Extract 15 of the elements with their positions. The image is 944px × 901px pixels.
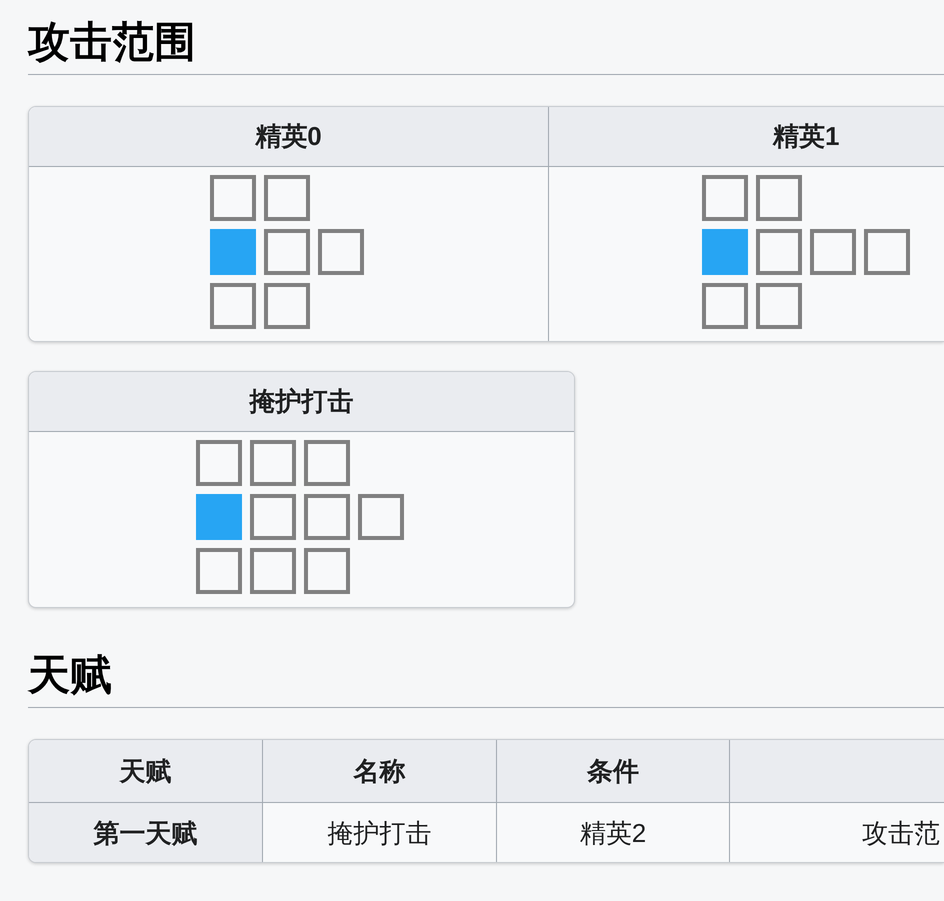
column-header: 精英1 [549, 107, 944, 167]
range-card [28, 371, 575, 608]
column-header: 精英0 [29, 107, 548, 167]
table-cell: 掩护打击 [263, 803, 497, 862]
card-header: 掩护打击 [29, 372, 574, 432]
range-column [29, 107, 548, 341]
table-header-cell: 第一天赋 [29, 803, 263, 862]
table-header-cell: 条件 [497, 740, 730, 803]
table-header-cell: 名称 [263, 740, 497, 803]
section-heading: 天赋 [28, 652, 112, 701]
table-cell: 精英2 [497, 803, 730, 862]
table-header-cell: 天赋 [29, 740, 263, 803]
section-heading: 攻击范围 [28, 19, 196, 68]
table-cell: 攻击范 [730, 803, 944, 862]
range-column [548, 107, 944, 341]
